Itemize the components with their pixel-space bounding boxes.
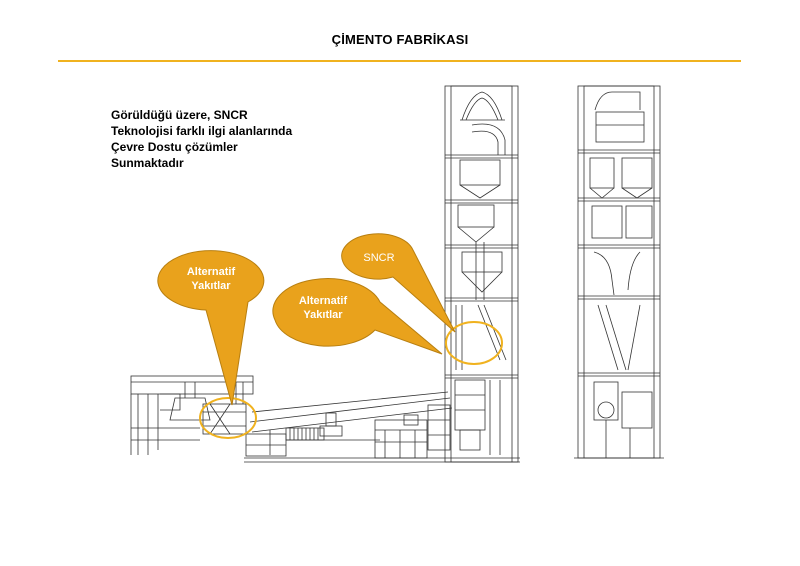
tower-side-elevation bbox=[574, 85, 664, 459]
page-title: ÇİMENTO FABRİKASI bbox=[331, 32, 469, 47]
callout-2-line2: Yakıtlar bbox=[303, 309, 343, 321]
alt-fuel-highlight-1 bbox=[199, 397, 257, 439]
intro-line: Teknolojisi farklı ilgi alanlarında bbox=[111, 124, 293, 138]
callout-sncr: SNCR bbox=[341, 233, 456, 333]
callout-2-line1: Alternatif bbox=[299, 295, 348, 307]
intro-line: Görüldüğü üzere, SNCR bbox=[111, 108, 248, 122]
preheater-tower bbox=[444, 85, 519, 463]
intro-text: Görüldüğü üzere, SNCR Teknolojisi farklı… bbox=[111, 107, 292, 171]
rotary-kiln bbox=[244, 391, 520, 463]
callout-sncr-label: SNCR bbox=[363, 252, 394, 264]
storage-building bbox=[130, 375, 254, 455]
intro-line: Çevre Dostu çözümler bbox=[111, 140, 238, 154]
callout-1-line2: Yakıtlar bbox=[191, 280, 231, 292]
callout-1-line1: Alternatif bbox=[187, 266, 236, 278]
intro-line: Sunmaktadır bbox=[111, 156, 184, 170]
callout-alternatif-yakitlar-1: Alternatif Yakıtlar bbox=[157, 250, 265, 406]
callout-alternatif-yakitlar-2: Alternatif Yakıtlar bbox=[272, 278, 443, 355]
title-divider bbox=[58, 60, 741, 62]
alt-fuel-highlight-2 bbox=[445, 321, 503, 365]
